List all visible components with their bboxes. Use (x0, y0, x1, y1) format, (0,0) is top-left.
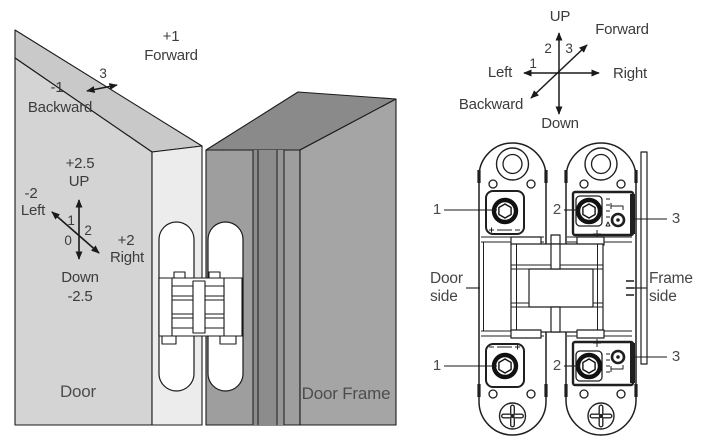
leader-lines (444, 209, 667, 367)
axis-compass-arrows (523, 32, 600, 115)
depth-screw-number: 3 (99, 65, 107, 81)
frame-reveal-strip (640, 151, 648, 365)
hinge-mechanism-3d (158, 271, 243, 345)
compass-axis-2: 2 (544, 40, 552, 56)
callout-screw3-bottom: 3 (671, 348, 681, 366)
screw1-bottom (494, 355, 516, 377)
edge-ticks (564, 170, 638, 397)
mech-cap-right (223, 277, 243, 337)
up-label: UP (68, 173, 90, 191)
right-value: +2 (117, 232, 135, 250)
door-frame-3d (205, 91, 397, 426)
forward-backward-axis (530, 44, 588, 99)
screw1-top (494, 200, 516, 222)
callout-screw2-bottom: 2 (552, 357, 562, 375)
compass-backward: Backward (458, 96, 524, 114)
compass-down: Down (541, 115, 579, 133)
left-label: Left (20, 202, 46, 220)
frame-face (299, 98, 397, 426)
screw1-housing-top (485, 190, 525, 235)
compass-axis-3: 3 (565, 40, 573, 56)
hinge-front-view (477, 142, 648, 436)
down-value: -2.5 (67, 288, 93, 306)
edge-ticks (477, 170, 548, 397)
screw3-top (610, 212, 626, 228)
front-view-linkage (510, 234, 605, 339)
bold-edge-bottom (630, 343, 635, 383)
compass-axis-1: 1 (529, 55, 537, 71)
frame-rabbet-band (253, 150, 277, 425)
left-value: -2 (24, 185, 38, 203)
screw2-top (578, 200, 600, 222)
vertical-screw-number: 2 (84, 222, 92, 238)
adjustment-scale-marks (489, 227, 520, 350)
callout-screw1-top: 1 (432, 201, 442, 219)
backward-value: -1 (50, 79, 64, 97)
compass-forward: Forward (595, 21, 649, 39)
lateral-screw-number: 1 (67, 212, 75, 228)
forward-label: Forward (144, 47, 198, 65)
compass-right: Right (612, 65, 648, 83)
mech-foot-right (219, 335, 237, 345)
mech-foot-left (161, 335, 177, 345)
zero-mark: 0 (64, 232, 72, 248)
down-label: Down (61, 269, 99, 287)
callout-screw2-top: 2 (552, 201, 562, 219)
mech-cap-left (158, 277, 173, 337)
callout-screw3-top: 3 (671, 210, 681, 228)
compass-left: Left (487, 64, 513, 82)
bold-edge-top (630, 194, 635, 234)
frame-side-hash-marks (626, 280, 634, 296)
frame-rabbet-band2 (277, 150, 284, 425)
phillips-screw (500, 403, 526, 429)
up-value: +2.5 (65, 155, 95, 173)
forward-value: +1 (162, 28, 180, 46)
door-frame-label: Door Frame (301, 384, 391, 404)
right-label: Right (109, 249, 145, 267)
lateral-arrow (51, 211, 100, 254)
screw2-bottom (578, 355, 600, 377)
compass-up: UP (549, 8, 571, 26)
backward-label: Backward (27, 99, 93, 117)
callout-screw1-bottom: 1 (432, 357, 442, 375)
door-side-label: Door side (430, 270, 463, 305)
mech-pin (192, 280, 206, 334)
detail-marks (593, 198, 624, 373)
frame-rabbet-lines (252, 150, 285, 425)
frame-side-label: Frame side (649, 270, 693, 305)
adjustment-arrows-3d (51, 83, 118, 260)
door-label: Door (59, 382, 97, 402)
screw3-bottom (610, 349, 626, 365)
phillips-screw (588, 403, 614, 429)
door-3d (14, 29, 203, 426)
depth-arrow (86, 83, 118, 93)
